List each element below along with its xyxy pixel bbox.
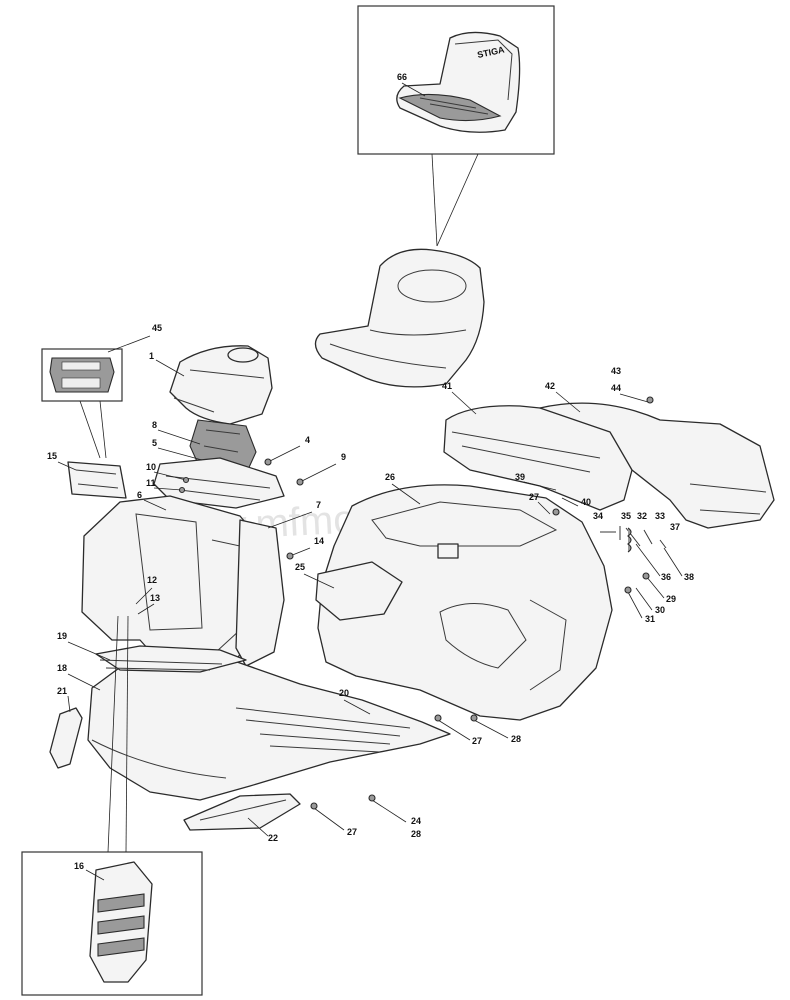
callout-n18: 18 bbox=[57, 663, 67, 673]
column-housing bbox=[81, 495, 285, 677]
callout-n29: 29 bbox=[666, 594, 676, 604]
seat bbox=[314, 248, 485, 388]
hardware-fasteners bbox=[178, 396, 667, 810]
callout-n41: 41 bbox=[442, 381, 452, 391]
callout-n8: 8 bbox=[152, 420, 157, 430]
callout-n36: 36 bbox=[661, 572, 671, 582]
callout-n4: 4 bbox=[305, 435, 310, 445]
dash-cover bbox=[169, 345, 273, 425]
callout-n15: 15 bbox=[47, 451, 57, 461]
callout-n21: 21 bbox=[57, 686, 67, 696]
light-lens bbox=[67, 461, 127, 499]
decal-inset bbox=[41, 335, 151, 459]
callout-n45: 45 bbox=[152, 323, 162, 333]
callout-n22: 22 bbox=[268, 833, 278, 843]
callout-n19: 19 bbox=[57, 631, 67, 641]
callout-n5: 5 bbox=[152, 438, 157, 448]
callout-n43: 43 bbox=[611, 366, 621, 376]
callout-n27b: 27 bbox=[472, 736, 482, 746]
steering-console bbox=[153, 419, 285, 509]
callout-n35: 35 bbox=[621, 511, 631, 521]
callout-n44: 44 bbox=[611, 383, 621, 393]
callout-n28b: 28 bbox=[411, 829, 421, 839]
panel-detail-inset bbox=[21, 615, 203, 996]
callout-n14: 14 bbox=[314, 536, 324, 546]
callout-n9: 9 bbox=[341, 452, 346, 462]
callout-n27a: 27 bbox=[529, 492, 539, 502]
rear-body bbox=[317, 484, 613, 721]
callout-n20: 20 bbox=[339, 688, 349, 698]
callout-n13: 13 bbox=[150, 593, 160, 603]
callout-n28a: 28 bbox=[511, 734, 521, 744]
callout-n24: 24 bbox=[411, 816, 421, 826]
callout-n30: 30 bbox=[655, 605, 665, 615]
callout-n39: 39 bbox=[515, 472, 525, 482]
callout-n26: 26 bbox=[385, 472, 395, 482]
lower-step bbox=[183, 793, 301, 831]
side-trim bbox=[49, 707, 83, 769]
callout-n37: 37 bbox=[670, 522, 680, 532]
callout-n27c: 27 bbox=[347, 827, 357, 837]
callout-n10: 10 bbox=[146, 462, 156, 472]
callout-n42: 42 bbox=[545, 381, 555, 391]
callout-n25: 25 bbox=[295, 562, 305, 572]
callout-n38: 38 bbox=[684, 572, 694, 582]
callout-n32: 32 bbox=[637, 511, 647, 521]
side-panel bbox=[315, 561, 403, 621]
callout-n33: 33 bbox=[655, 511, 665, 521]
leader-lines bbox=[57, 359, 683, 837]
seat-detail-inset: STIGA bbox=[357, 5, 555, 247]
callout-n11: 11 bbox=[146, 478, 156, 488]
callout-n1: 1 bbox=[149, 351, 154, 361]
callout-n31: 31 bbox=[645, 614, 655, 624]
callout-n66: 66 bbox=[397, 72, 407, 82]
callout-n7: 7 bbox=[316, 500, 321, 510]
footboard bbox=[87, 645, 451, 801]
callout-n34: 34 bbox=[593, 511, 603, 521]
callout-n6: 6 bbox=[137, 490, 142, 500]
callout-n16: 16 bbox=[74, 861, 84, 871]
callout-n40: 40 bbox=[581, 497, 591, 507]
rear-cover-upper bbox=[443, 405, 633, 511]
callout-n12: 12 bbox=[147, 575, 157, 585]
